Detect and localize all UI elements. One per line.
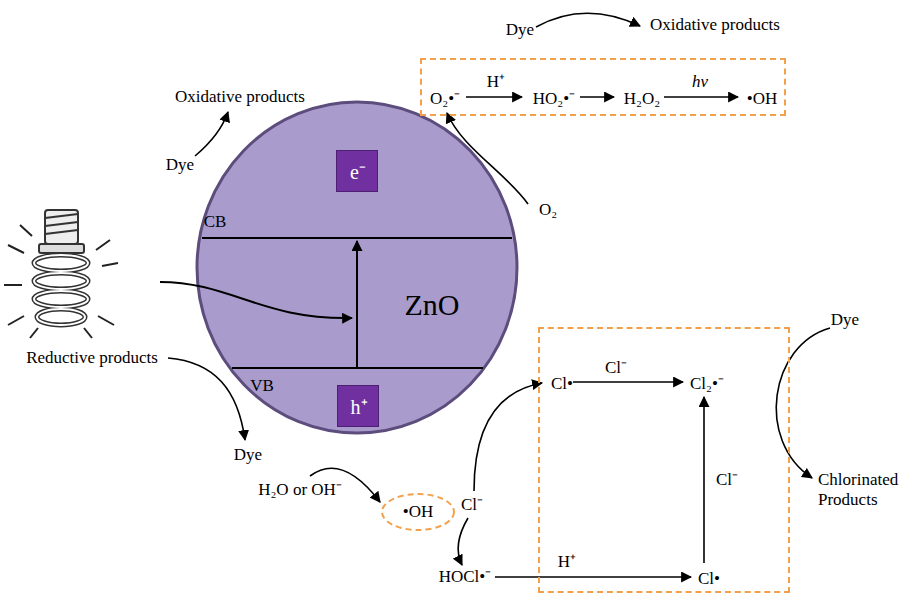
electron-box: e⁻ xyxy=(336,150,378,192)
bulb-coil xyxy=(34,291,88,307)
bulb-neck xyxy=(39,244,84,253)
superoxide-pathway-text: H⁺ xyxy=(487,72,505,92)
reaction-arrow xyxy=(195,112,228,156)
dye-label: Dye xyxy=(831,310,859,330)
reaction-arrow xyxy=(580,96,614,98)
product-label: Oxidative products xyxy=(650,15,780,35)
chlorine-pathway-box: Cl• Cl⁻ Cl₂•⁻ Cl⁻ H⁺ Cl• xyxy=(538,327,790,593)
bulb-base xyxy=(45,210,78,244)
light-arrow xyxy=(160,282,352,318)
superoxide-pathway-text: hν xyxy=(692,72,708,92)
hole-box: h⁺ xyxy=(337,385,379,427)
hydroxyl-radical-text: •OH xyxy=(403,502,434,522)
light-ray xyxy=(96,240,110,250)
reactant-label: H₂O or OH⁻ xyxy=(258,480,342,500)
light-ray xyxy=(20,225,32,236)
light-rays xyxy=(4,225,118,338)
reaction-arrows xyxy=(160,13,830,577)
chloride-label: Cl⁻ xyxy=(461,495,483,515)
chlorine-pathway-text: Cl• xyxy=(551,374,573,394)
reaction-arrow xyxy=(703,397,705,563)
zno-particle: ZnO CB VB e⁻ h⁺ xyxy=(192,100,522,435)
excitation-arrow xyxy=(356,241,358,367)
zno-text: CB xyxy=(204,212,227,232)
dye-label: Dye xyxy=(234,445,262,465)
superoxide-pathway-text: O₂•⁻ xyxy=(430,89,460,109)
bulb-coil xyxy=(34,273,88,289)
superoxide-pathway-text: •OH xyxy=(747,89,778,109)
dashed-ellipse xyxy=(382,494,454,530)
species-label: HOCl•⁻ xyxy=(439,567,492,587)
chlorine-pathway-text: Cl₂•⁻ xyxy=(690,374,724,394)
reaction-arrow xyxy=(495,576,691,578)
reaction-arrow xyxy=(466,96,522,98)
bulb-body xyxy=(34,210,88,325)
chlorine-pathway-text: Cl⁻ xyxy=(605,358,627,378)
bulb-coil-highlight xyxy=(37,309,85,325)
light-ray xyxy=(8,245,24,253)
oxygen-label: O₂ xyxy=(539,200,557,220)
light-ray xyxy=(30,328,38,338)
chlorine-pathway-text: Cl⁻ xyxy=(716,470,738,490)
zno-text: ZnO xyxy=(405,288,460,323)
reaction-arrow xyxy=(458,518,468,565)
light-ray xyxy=(4,284,22,286)
product-label: Chlorinated Products xyxy=(818,470,916,509)
light-ray xyxy=(102,263,118,266)
chlorine-pathway-text: H⁺ xyxy=(558,552,576,572)
light-ray xyxy=(98,316,114,325)
zno-text: VB xyxy=(250,376,274,396)
bulb-coil xyxy=(37,309,85,325)
reaction-arrow xyxy=(447,113,528,204)
dye-label: Dye xyxy=(166,155,194,175)
hole-text: h⁺ xyxy=(351,396,368,419)
superoxide-pathway-text: H₂O₂ xyxy=(624,89,660,109)
hydroxyl-radical-ellipse: •OH xyxy=(380,492,456,532)
bulb-coil-highlight xyxy=(34,255,88,271)
superoxide-pathway-box: O₂•⁻ H⁺ HO₂•⁻ H₂O₂ hν •OH xyxy=(420,58,786,116)
reaction-arrow xyxy=(776,328,830,478)
product-label: Reductive products xyxy=(26,348,158,368)
chlorine-pathway-text: Cl• xyxy=(698,569,720,589)
product-label: Oxidative products xyxy=(175,87,305,107)
bulb-thread xyxy=(45,214,78,218)
conduction-band-line xyxy=(202,237,512,239)
bulb-coil xyxy=(34,255,88,271)
dye-label: Dye xyxy=(506,20,534,40)
bulb-coil-highlight xyxy=(34,291,88,307)
bulb-thread xyxy=(45,230,78,234)
superoxide-pathway-text: HO₂•⁻ xyxy=(533,89,575,109)
reaction-arrow xyxy=(573,381,683,383)
zno-particle-shape xyxy=(197,102,517,433)
reaction-arrow xyxy=(474,383,542,491)
light-ray xyxy=(8,316,24,325)
light-ray xyxy=(84,328,92,338)
bulb-thread xyxy=(45,222,78,226)
electron-text: e⁻ xyxy=(350,161,366,184)
reaction-arrow xyxy=(664,96,738,98)
reaction-arrow xyxy=(536,13,640,27)
bulb-coil-highlight xyxy=(34,273,88,289)
valence-band-line xyxy=(232,367,483,369)
reaction-arrow xyxy=(168,358,245,440)
